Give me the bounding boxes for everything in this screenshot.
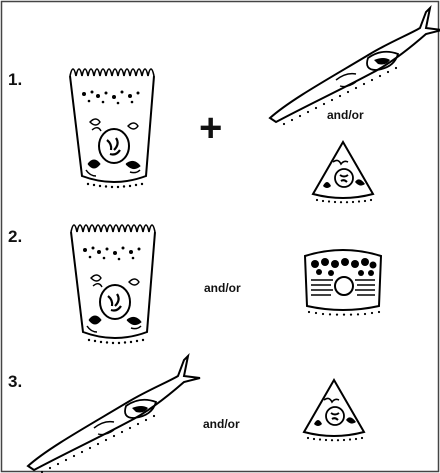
- row1-andor: and/or: [327, 108, 364, 122]
- row1-columnar-cell: [70, 69, 154, 188]
- row3-triangular-cell: [304, 380, 364, 441]
- row2-goblet-cell: [305, 250, 381, 316]
- plus-sign: +: [199, 106, 222, 151]
- row2-andor: and/or: [204, 281, 241, 295]
- row2-columnar-cell: [71, 225, 155, 344]
- row1-triangular-cell: [313, 142, 373, 203]
- row1-number: 1.: [8, 70, 22, 90]
- row3-spindle-cell: [28, 356, 200, 473]
- row2-number: 2.: [8, 227, 22, 247]
- row3-andor: and/or: [203, 417, 240, 431]
- row3-number: 3.: [8, 372, 22, 392]
